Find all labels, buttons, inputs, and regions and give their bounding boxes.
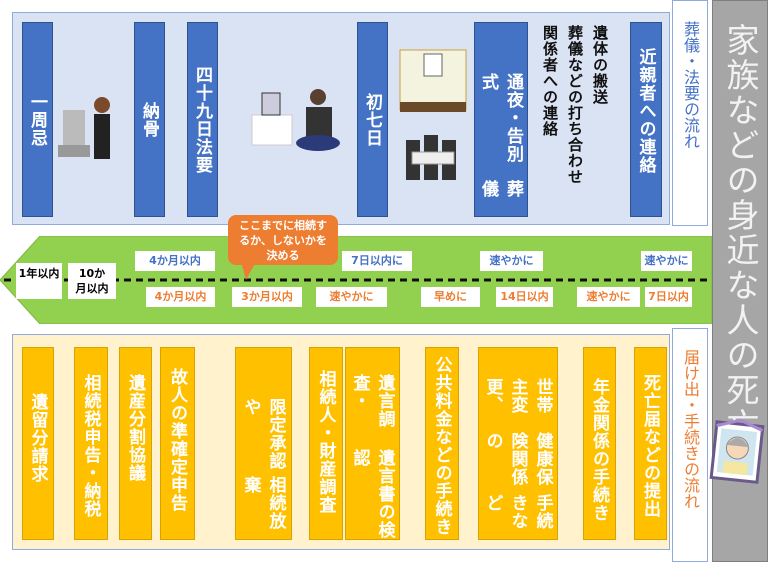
procedure-renounce-inheritance: 限定承認や相続放棄 [235, 347, 292, 540]
note-text: 関係者への連絡 [541, 25, 559, 137]
timeline-bottom-5: 14日以内 [496, 287, 553, 307]
timeline-top-1: 4か月以内 [135, 251, 215, 271]
timeline-top-4: 速やかに [641, 251, 692, 271]
procedure-text: 遺言書の検認 [349, 449, 395, 539]
timeline-bottom-1: 4か月以内 [146, 287, 215, 307]
funeral-step-wake-funeral: 通夜・告別式葬儀 [474, 22, 528, 217]
funeral-flow-label: 葬儀・法要の流れ [672, 0, 708, 226]
procedure-inheritance-tax: 相続税申告・納税 [74, 347, 108, 540]
procedure-text: 世帯主変更、 [482, 378, 553, 414]
funeral-notes: 遺体の搬送葬儀などの打ち合わせ関係者への連絡 [540, 25, 611, 195]
procedure-household-insurance: 世帯主変更、健康保険関係の手続きなど [478, 347, 558, 540]
procedure-text: 相続税申告・納税 [80, 374, 101, 518]
procedure-estate-division: 遺産分割協議 [119, 347, 152, 540]
label-text: 届け出・手続きの流れ [681, 349, 700, 509]
step-text: 納骨 [139, 101, 159, 138]
procedure-text: 相続放棄 [240, 476, 286, 531]
memorial-portrait-icon [709, 418, 765, 484]
procedure-text: 限定承認や [240, 398, 286, 470]
procedure-final-tax-return: 故人の準確定申告 [160, 347, 195, 540]
timeline-top-2: 7日以内に [342, 251, 412, 271]
procedure-text: 公共料金などの手続き [431, 356, 452, 536]
funeral-step-contact-relatives: 近親者への連絡 [630, 22, 662, 217]
decision-callout: ここまでに相続するか、しないかを決める [228, 215, 338, 265]
funeral-altar-illustration [399, 49, 467, 180]
timeline-top-3: 速やかに [480, 251, 543, 271]
step-text: 通夜・告別式 [478, 73, 523, 163]
procedure-text: 年金関係の手続き [589, 378, 609, 522]
note-text: 葬儀などの打ち合わせ [566, 25, 584, 185]
timeline-bottom-2: 3か月以内 [232, 287, 302, 307]
title-text: 家族などの身近な人の死亡 [721, 23, 760, 443]
procedure-text: 遺産分割協議 [125, 374, 145, 482]
procedure-text: 手続きなど [482, 494, 553, 531]
step-text: 近親者への連絡 [635, 48, 656, 174]
timeline-left-2: 10か月以内 [68, 263, 116, 299]
timeline-bottom-7: 7日以内 [645, 287, 692, 307]
procedure-flow-label: 届け出・手続きの流れ [672, 328, 708, 562]
procedure-utilities: 公共料金などの手続き [425, 347, 459, 540]
procedure-text: 相続人・財産調査 [315, 370, 336, 514]
step-text: 初七日 [362, 92, 382, 147]
funeral-step-49th-day: 四十九日法要 [187, 22, 218, 217]
procedure-heir-asset-survey: 相続人・財産調査 [309, 347, 343, 540]
grave-visit-illustration [58, 97, 110, 159]
label-text: 葬儀・法要の流れ [681, 21, 700, 149]
funeral-step-interment: 納骨 [134, 22, 165, 217]
procedure-forced-share: 遺留分請求 [22, 347, 54, 540]
timeline-bottom-4: 早めに [421, 287, 480, 307]
step-text: 四十九日法要 [192, 65, 212, 174]
procedure-text: 遺留分請求 [27, 393, 48, 483]
step-text: 葬儀 [478, 180, 523, 199]
procedure-text: 死亡届などの提出 [640, 374, 660, 518]
step-text: 一周忌 [27, 92, 47, 147]
procedure-death-notice: 死亡届などの提出 [634, 347, 667, 540]
funeral-step-first-anniversary: 一周忌 [22, 22, 53, 217]
timeline-bottom-3: 速やかに [316, 287, 387, 307]
funeral-panel [12, 12, 670, 225]
funeral-step-7th-day: 初七日 [357, 22, 388, 217]
procedure-pension: 年金関係の手続き [583, 347, 616, 540]
procedure-text: 故人の準確定申告 [167, 368, 187, 512]
timeline-bottom-6: 速やかに [577, 287, 640, 307]
procedure-text: 健康保険関係の [482, 431, 553, 486]
memorial-service-illustration [251, 89, 340, 151]
procedure-will-probate: 遺言調査・遺言書の検認 [345, 347, 400, 540]
timeline-left-1: 1年以内 [16, 263, 62, 299]
procedure-text: 遺言調査・ [349, 374, 395, 428]
note-text: 遺体の搬送 [591, 25, 609, 105]
